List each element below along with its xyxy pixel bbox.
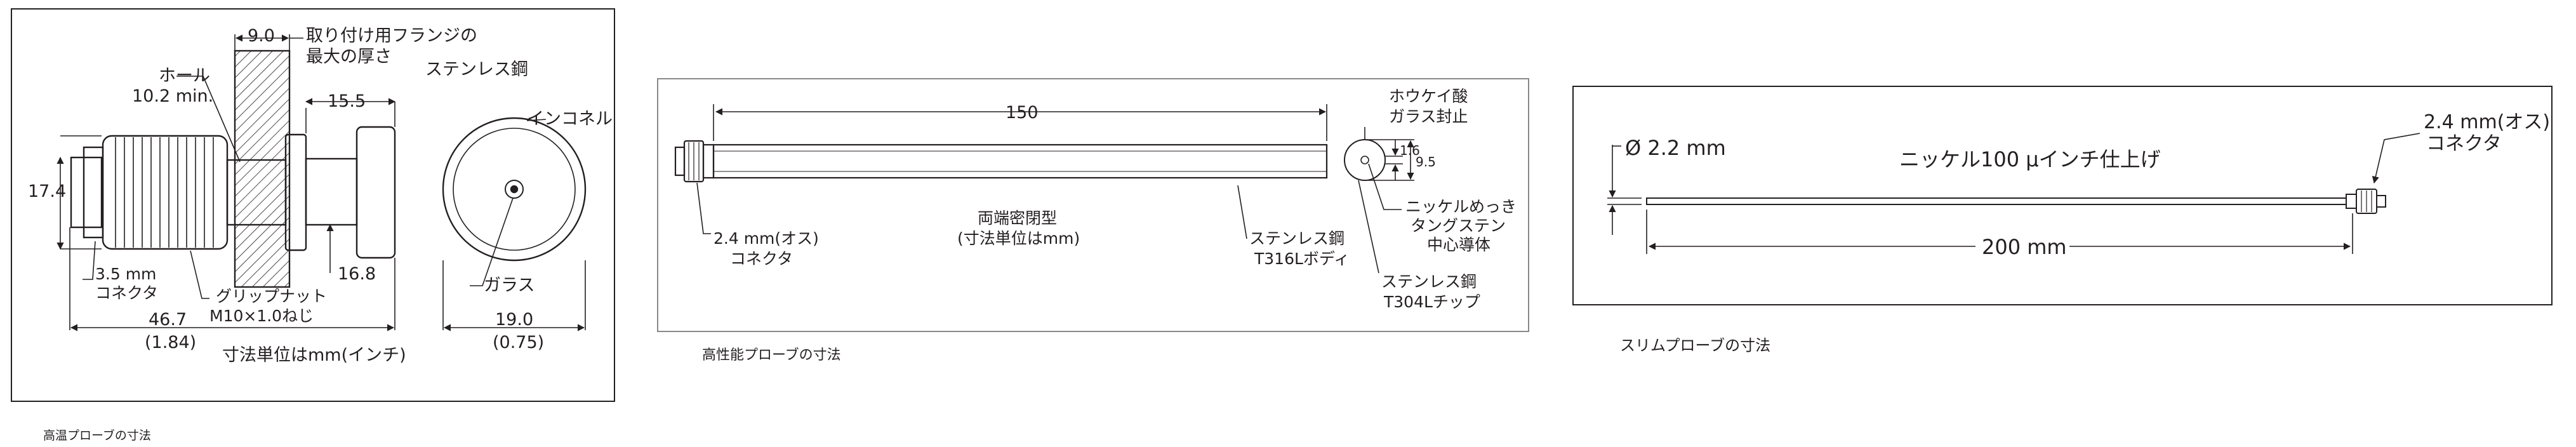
probe-front-view — [442, 117, 587, 262]
probe-side-view — [70, 50, 396, 288]
panel-frame — [1572, 86, 2553, 305]
label-flange-note-2: 最大の厚さ — [306, 47, 392, 67]
label-borosilicate-2: ガラス封止 — [1389, 107, 1468, 126]
label-flange-dim: 9.0 — [248, 26, 275, 46]
caption-high-performance-probe: 高性能プローブの寸法 — [702, 347, 841, 363]
label-connector-2: コネクタ — [95, 284, 158, 302]
label-d-1-6: 1.6 — [1400, 143, 1420, 158]
label-body-2: T316Lボディ — [1254, 250, 1350, 268]
label-len-16-8: 16.8 — [338, 264, 376, 284]
label-inconel: インコネル — [527, 109, 613, 129]
label-units: 寸法単位はmm(インチ) — [222, 345, 406, 365]
panel1-labels: 9.0 取り付け用フランジの 最大の厚さ ホール 10.2 min. 15.5 … — [28, 26, 613, 365]
probe-side-view — [1646, 189, 2386, 214]
probe-end-view — [1344, 139, 1386, 181]
label-sealed-1: 両端密閉型 — [978, 209, 1057, 227]
label-total-mm: 46.7 — [149, 310, 187, 330]
label-connector-1: 3.5 mm — [95, 265, 156, 283]
dimension-lines — [56, 34, 586, 331]
label-d-9-5: 9.5 — [1416, 154, 1436, 170]
caption-slim-probe: スリムプローブの寸法 — [1620, 337, 1770, 354]
panel-frame — [657, 78, 1529, 332]
label-dia-in: (0.75) — [493, 333, 544, 352]
label-height-17-4: 17.4 — [28, 182, 66, 201]
dimension-lines — [696, 104, 1414, 274]
label-body-1: ステンレス鋼 — [1249, 229, 1344, 248]
label-tip-1: ステンレス鋼 — [1381, 272, 1477, 291]
panel-high-temp-probe: 9.0 取り付け用フランジの 最大の厚さ ホール 10.2 min. 15.5 … — [11, 8, 615, 443]
panel-high-performance-probe: 150 ホウケイ酸 ガラス封止 1.6 9.5 2.4 mm(オス) コネクタ … — [657, 78, 1529, 363]
label-total-in: (1.84) — [145, 333, 196, 352]
label-grip-1: グリップナット — [216, 287, 327, 305]
caption-high-temp-probe: 高温プローブの寸法 — [43, 428, 151, 443]
label-grip-2: M10×1.0ねじ — [209, 307, 314, 325]
label-connector-1: 2.4 mm(オス) — [2424, 111, 2550, 133]
label-diameter: Ø 2.2 mm — [1625, 136, 1726, 160]
panel3-labels: Ø 2.2 mm ニッケル100 μインチ仕上げ 2.4 mm(オス) コネクタ… — [1625, 111, 2550, 259]
label-tip-2: T304Lチップ — [1383, 293, 1480, 311]
label-center-1: ニッケルめっき — [1405, 197, 1517, 216]
label-stainless: ステンレス鋼 — [425, 60, 528, 79]
label-flange-note-1: 取り付け用フランジの — [306, 26, 477, 46]
label-length-200: 200 mm — [1982, 235, 2067, 259]
label-borosilicate-1: ホウケイ酸 — [1389, 87, 1468, 105]
label-glass: ガラス — [484, 276, 534, 295]
label-center-2: タングステン — [1411, 217, 1506, 235]
label-connector-1: 2.4 mm(オス) — [714, 229, 819, 248]
label-connector-2: コネクタ — [2426, 133, 2502, 155]
label-hole-2: 10.2 min. — [132, 86, 213, 106]
label-dia-mm: 19.0 — [495, 310, 533, 330]
label-hole-1: ホール — [159, 66, 210, 86]
panel-slim-probe: Ø 2.2 mm ニッケル100 μインチ仕上げ 2.4 mm(オス) コネクタ… — [1572, 86, 2553, 354]
label-plating: ニッケル100 μインチ仕上げ — [1899, 147, 2161, 171]
panel-frame — [11, 8, 615, 402]
probe-side-view — [674, 140, 1328, 183]
label-len-15-5: 15.5 — [328, 91, 366, 111]
label-connector-2: コネクタ — [730, 250, 793, 268]
label-center-3: 中心導体 — [1427, 236, 1490, 254]
label-length-150: 150 — [1006, 103, 1039, 123]
panel2-labels: 150 ホウケイ酸 ガラス封止 1.6 9.5 2.4 mm(オス) コネクタ … — [714, 87, 1517, 311]
label-sealed-2: (寸法単位はmm) — [957, 229, 1080, 248]
